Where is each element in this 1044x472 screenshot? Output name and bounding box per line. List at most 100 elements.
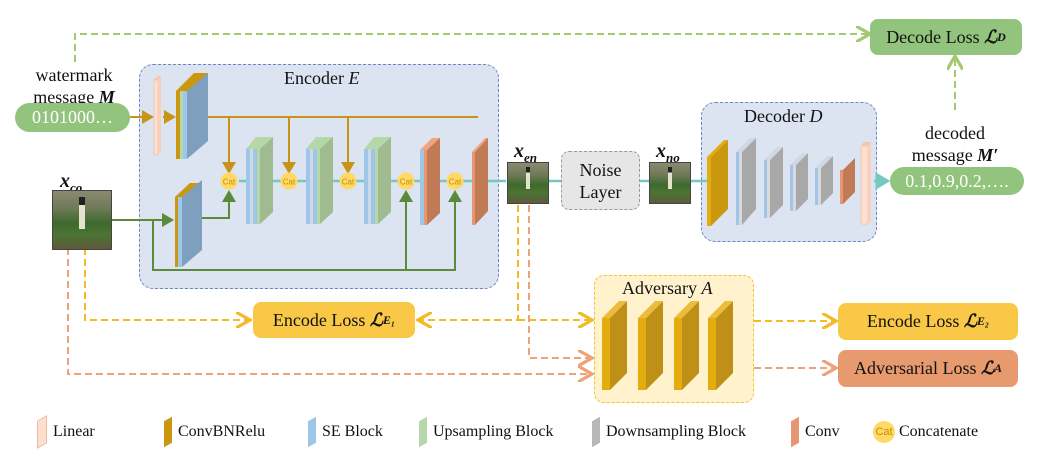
watermark-label-word: message [33, 87, 95, 107]
upsampling-block-1 [246, 137, 273, 224]
decoded-output-pill: 0.1,0.9,0.2,…. [890, 167, 1024, 195]
encoder-title-text: Encoder [284, 68, 344, 88]
decoded-symbol: M′ [977, 145, 999, 165]
decoded-label-line1: decoded [925, 123, 985, 143]
encoder-symbol: E [348, 68, 360, 88]
legend-label: Upsampling Block [433, 423, 554, 440]
cat-node-4: Cat [397, 172, 415, 190]
legend: Linear ConvBNRelu SE Block Upsampling Bl… [0, 415, 1044, 449]
watermark-symbol: M [98, 87, 115, 107]
cat-node-1: Cat [220, 172, 238, 190]
svg-text:Cat: Cat [342, 178, 355, 187]
se-block-swatch-icon [308, 416, 316, 448]
legend-item-linear: Linear [37, 415, 95, 449]
noised-image [649, 162, 691, 204]
message-input-pill: 0101000… [15, 103, 130, 132]
noised-image-label: xno [656, 140, 680, 169]
downsampling-swatch-icon [592, 416, 600, 448]
cat-node-5: Cat [446, 172, 464, 190]
watermark-label-line2: message M [14, 86, 134, 108]
noise-layer-line1: Noise [579, 159, 622, 180]
se-conv-block [420, 138, 440, 225]
encoded-symbol: x [514, 140, 524, 162]
decoded-label: decoded message M′ [892, 122, 1018, 166]
skip-connection-line [152, 190, 462, 271]
encoded-to-adversary-line-2 [528, 205, 590, 358]
upsampling-block-2 [306, 137, 333, 224]
legend-label: Concatenate [899, 423, 979, 440]
cover-image [52, 190, 112, 250]
svg-text:Cat: Cat [283, 178, 296, 187]
linear-swatch-icon [37, 415, 47, 449]
decoded-label-word: message [911, 145, 973, 165]
encoded-image [507, 162, 549, 204]
noised-symbol: x [656, 140, 666, 162]
message-conv-block [176, 73, 208, 159]
svg-text:Cat: Cat [223, 178, 236, 187]
conv-swatch-icon [791, 416, 799, 448]
adversary-conv-2 [638, 301, 663, 390]
cat-node-2: Cat [280, 172, 298, 190]
cover-symbol: x [60, 170, 70, 192]
decoder-title-text: Decoder [744, 106, 805, 126]
adversary-conv-3 [674, 301, 699, 390]
legend-item-conv: Conv [791, 416, 840, 448]
adversary-symbol: A [701, 278, 713, 298]
watermark-label: watermark message M [14, 64, 134, 108]
encoder-title: Encoder E [284, 68, 359, 89]
adversarial-loss-text: Adversarial Loss [854, 358, 977, 378]
legend-label: Linear [53, 423, 95, 440]
legend-item-downsampling: Downsampling Block [592, 416, 746, 448]
decoder-convbnrelu [707, 140, 728, 226]
adversary-conv-4 [708, 301, 733, 390]
decode-loss-text: Decode Loss [886, 26, 980, 47]
encode-loss-1-symbol: ℒ [369, 309, 383, 330]
legend-label: SE Block [322, 423, 383, 440]
decoder-conv [840, 158, 855, 204]
cover-to-encode-loss1-line [84, 248, 248, 320]
adversary-title-text: Adversary [622, 278, 697, 298]
legend-label: Downsampling Block [606, 423, 746, 440]
encoder-final-conv [472, 138, 488, 225]
linear-layer [153, 76, 161, 156]
encode-loss-1-sub: E₁ [382, 312, 396, 327]
decode-loss-symbol: ℒ [984, 26, 998, 47]
encoded-sub: en [524, 150, 537, 165]
encode-loss-2-symbol: ℒ [963, 311, 977, 331]
legend-item-upsampling: Upsampling Block [419, 416, 554, 448]
encoded-to-encode-loss1-line [420, 205, 519, 320]
decoder-downsampling-2 [764, 147, 783, 218]
decoder-symbol: D [809, 106, 823, 126]
image-conv-block [175, 180, 202, 267]
decoder-title: Decoder D [744, 106, 822, 127]
adversary-conv-1 [602, 301, 627, 390]
encode-loss-2-sub: E₂ [976, 314, 990, 328]
noise-layer-box: Noise Layer [561, 151, 640, 210]
decode-loss-sub: D [997, 29, 1006, 44]
legend-item-convbnrelu: ConvBNRelu [164, 416, 265, 448]
encoded-image-label: xen [514, 140, 537, 169]
legend-label: Conv [805, 423, 840, 440]
legend-item-se-block: SE Block [308, 416, 383, 448]
decoder-linear [860, 142, 871, 225]
decoder-downsampling-3 [790, 153, 808, 211]
cat-node-3: Cat [339, 172, 357, 190]
encode-loss-2-text: Encode Loss [866, 311, 960, 331]
conv-to-cat1-line [202, 190, 236, 219]
upsampling-block-3 [364, 137, 391, 224]
concatenate-icon: Cat [873, 421, 895, 443]
svg-text:Cat: Cat [449, 178, 462, 187]
svg-text:Cat: Cat [400, 178, 413, 187]
upsampling-swatch-icon [419, 416, 427, 448]
cover-to-adversary-line [67, 248, 590, 374]
noise-layer-line2: Layer [579, 181, 622, 202]
message-to-decode-loss-line [74, 34, 868, 62]
encode-loss-1-text: Encode Loss [272, 309, 366, 330]
adversary-title: Adversary A [622, 278, 712, 299]
noised-sub: no [666, 150, 680, 165]
